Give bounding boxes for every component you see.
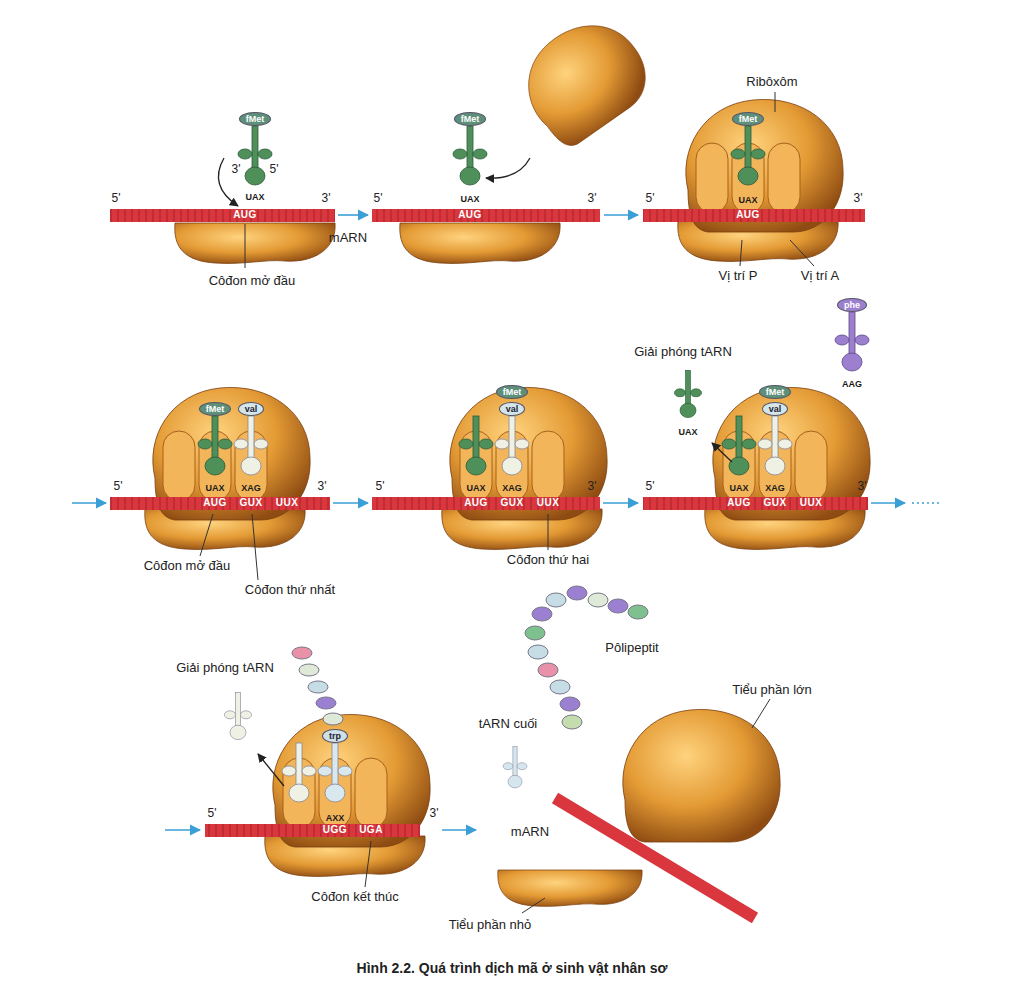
label: Côđon mở đầu [144, 559, 231, 574]
strand-end: 5' [376, 480, 385, 494]
amino-acid-name: fMet [206, 404, 225, 414]
amino-acid-name: fMet [461, 114, 480, 124]
label: Vị trí A [801, 269, 839, 284]
anticodon: AAG [842, 379, 862, 389]
label: Giải phóng tARN [634, 345, 732, 360]
label: Tiểu phần nhỏ [449, 918, 532, 933]
anticodon: XAG [502, 483, 522, 493]
anticodon: UAX [729, 483, 748, 493]
label: Pôlipeptit [605, 641, 658, 656]
codon: GUX [500, 497, 523, 509]
strand-end: 5' [114, 480, 123, 494]
label: Tiểu phần lớn [732, 683, 812, 698]
panel-termination [205, 647, 430, 887]
strand-end: 5' [112, 192, 121, 206]
codon: GUX [763, 497, 786, 509]
strand-end: 3' [318, 480, 327, 494]
amino-acid-name: fMet [503, 387, 522, 397]
anticodon: UAX [460, 194, 479, 204]
codon: AUG [458, 209, 482, 221]
panel-elongation-1 [110, 387, 330, 580]
amino-acid-name: val [506, 404, 519, 414]
strand-end: 3' [322, 192, 331, 206]
codon: AUG [203, 497, 227, 509]
strand-end: 3' [430, 807, 439, 821]
strand-end: 3' [854, 192, 863, 206]
amino-acid-name: fMet [246, 114, 265, 124]
amino-acid: fMet [454, 112, 487, 127]
amino-acid-name: fMet [739, 114, 758, 124]
panel-initiation-3 [643, 92, 865, 266]
codon: AUG [736, 209, 760, 221]
amino-acid-name: fMet [766, 387, 785, 397]
strand-end: 5' [208, 807, 217, 821]
strand-end: 3' [232, 163, 241, 177]
label: Giải phóng tARN [176, 661, 274, 676]
codon: UGG [323, 824, 347, 836]
anticodon: UAX [466, 483, 485, 493]
amino-acid: phe [837, 298, 867, 313]
label: Côđon thứ hai [507, 553, 589, 568]
codon: UUX [276, 497, 299, 509]
label: mARN [329, 231, 367, 246]
strand-end: 5' [270, 163, 279, 177]
strand-end: 3' [858, 480, 867, 494]
panel-initiation-1 [110, 126, 335, 268]
anticodon: UAX [678, 427, 697, 437]
amino-acid: fMet [239, 112, 272, 127]
anticodon: UAX [205, 483, 224, 493]
codon: AUG [727, 497, 751, 509]
amino-acid-name: trp [329, 731, 341, 741]
amino-acid-name: phe [844, 300, 860, 310]
codon: UUX [800, 497, 823, 509]
codon: UGA [359, 824, 383, 836]
label: Ribôxôm [746, 75, 797, 90]
codon: AUG [464, 497, 488, 509]
anticodon: AXX [326, 813, 345, 823]
strand-end: 5' [646, 480, 655, 494]
strand-end: 5' [646, 192, 655, 206]
label: Côđon mở đầu [209, 274, 296, 289]
flow-arrows [72, 215, 940, 830]
label: Côđon kết thúc [311, 890, 398, 905]
anticodon: UAX [245, 192, 264, 202]
strand-end: 3' [588, 192, 597, 206]
anticodon: UAX [738, 195, 757, 205]
strand-end: 3' [588, 480, 597, 494]
codon: GUX [239, 497, 262, 509]
label: mARN [511, 825, 549, 840]
label: Vị trí P [718, 269, 757, 284]
codon: UUX [537, 497, 560, 509]
strand-end: 5' [374, 192, 383, 206]
label: tARN cuối [479, 717, 538, 732]
panel-release [498, 586, 780, 918]
figure-caption: Hình 2.2. Quá trình dịch mã ở sinh vật n… [357, 960, 668, 976]
amino-acid-name: val [769, 404, 782, 414]
panel-initiation-2 [372, 4, 661, 263]
anticodon: XAG [765, 483, 785, 493]
panel-elongation-2 [372, 387, 607, 550]
label: Côđon thứ nhất [245, 583, 335, 598]
codon: AUG [233, 209, 257, 221]
amino-acid-name: val [245, 404, 258, 414]
anticodon: XAG [241, 483, 261, 493]
